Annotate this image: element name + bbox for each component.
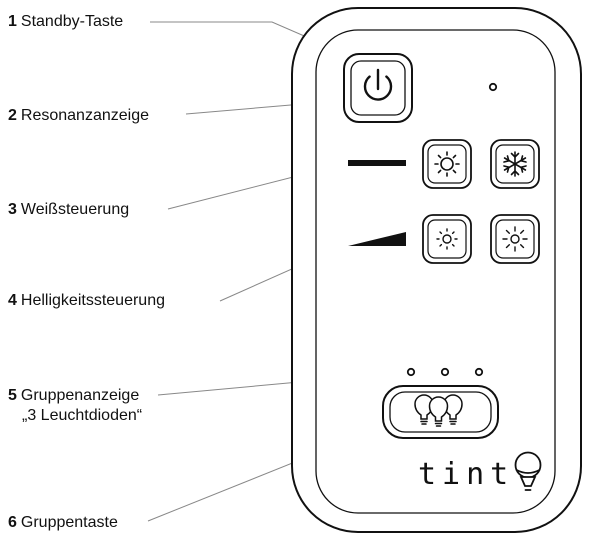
snowflake-icon	[503, 151, 527, 177]
group-leds	[406, 367, 484, 377]
label-group-indicator-sub: „3 Leuchtdioden“	[22, 407, 143, 424]
three-bulbs-icon	[414, 394, 463, 427]
resonance-led	[488, 82, 498, 92]
white-control-bar	[348, 160, 406, 166]
group-led-2	[440, 367, 450, 377]
sun-outline-icon	[434, 151, 460, 177]
group-button[interactable]	[382, 385, 499, 439]
sun-dim-icon	[436, 228, 458, 250]
brightness-down-button[interactable]	[422, 214, 472, 264]
brightness-up-button[interactable]	[490, 214, 540, 264]
white-warm-button[interactable]	[422, 139, 472, 189]
group-led-1	[406, 367, 416, 377]
group-led-3	[474, 367, 484, 377]
brand-logo: tint	[418, 457, 515, 492]
brightness-wedge	[348, 232, 406, 246]
power-icon	[363, 68, 393, 101]
sun-bright-icon	[502, 226, 528, 252]
standby-button[interactable]	[343, 53, 413, 123]
white-cold-button[interactable]	[490, 139, 540, 189]
bulb-icon	[514, 451, 542, 491]
